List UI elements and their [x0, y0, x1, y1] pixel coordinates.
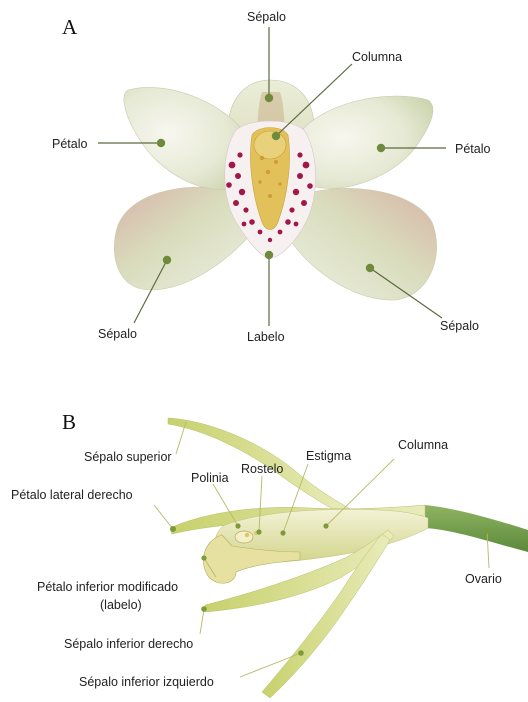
label-sepalo-inferior-izquierdo: Sépalo inferior izquierdo — [79, 675, 214, 689]
label-petalo-inferior-line1: Pétalo inferior modificado — [37, 580, 178, 594]
label-sepalo-inferior-derecho: Sépalo inferior derecho — [64, 637, 193, 651]
label-petalo-inferior-line2: (labelo) — [100, 598, 142, 612]
label-sepalo-superior: Sépalo superior — [84, 450, 172, 464]
label-sepalo-left: Sépalo — [98, 327, 137, 341]
label-polinia: Polinia — [191, 471, 229, 485]
panel-b-letter: B — [62, 410, 76, 434]
label-ovario: Ovario — [465, 572, 502, 586]
label-petalo-lateral-derecho: Pétalo lateral derecho — [11, 488, 133, 502]
label-labelo: Labelo — [247, 330, 285, 344]
label-sepalo-right: Sépalo — [440, 319, 479, 333]
column-cap — [254, 131, 286, 159]
ovary-stem — [425, 505, 528, 552]
label-petalo-left: Pétalo — [52, 137, 87, 151]
label-petalo-right: Pétalo — [455, 142, 490, 156]
label-estigma: Estigma — [306, 449, 351, 463]
label-rostelo: Rostelo — [241, 462, 283, 476]
panel-a-letter: A — [62, 15, 78, 39]
pollinia-shape — [235, 531, 253, 543]
label-columna-b: Columna — [398, 438, 448, 452]
label-sepalo-top: Sépalo — [247, 10, 286, 24]
label-columna-a: Columna — [352, 50, 402, 64]
